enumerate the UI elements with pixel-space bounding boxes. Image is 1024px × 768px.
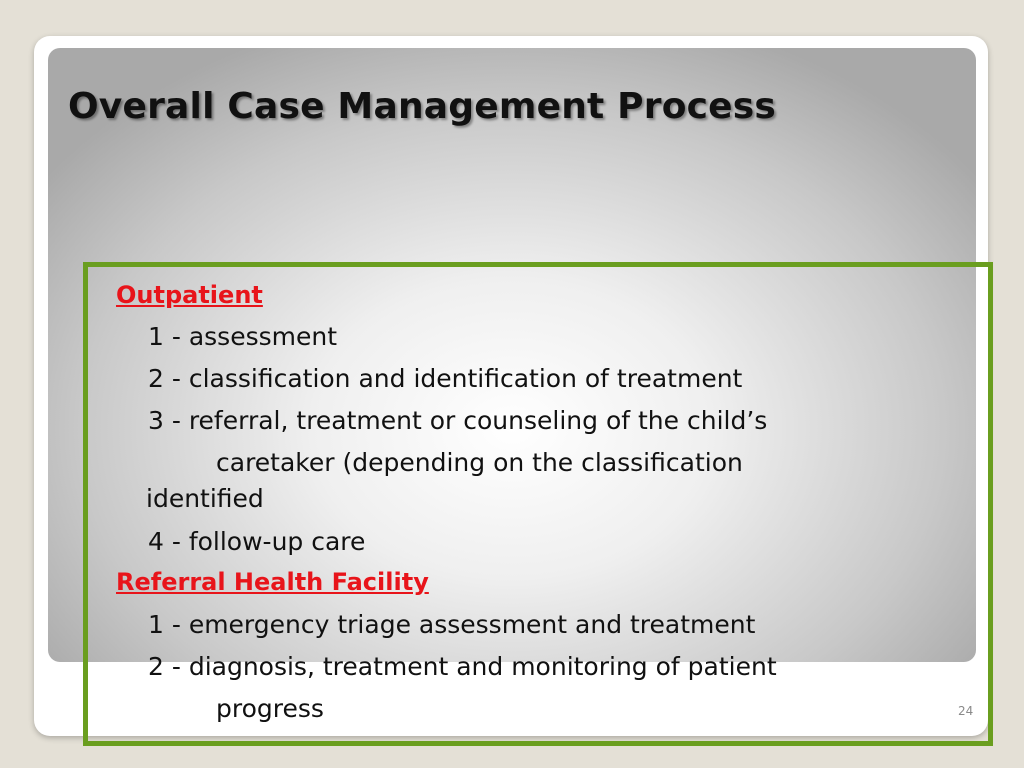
outpatient-item-2: 2 - classification and identification of… bbox=[148, 364, 743, 393]
slide-title: Overall Case Management Process bbox=[68, 86, 777, 127]
outpatient-heading: Outpatient bbox=[116, 281, 263, 309]
referral-item-1: 1 - emergency triage assessment and trea… bbox=[148, 610, 756, 639]
outpatient-item-4: 4 - follow-up care bbox=[148, 527, 366, 556]
outpatient-item-3-cont: caretaker (depending on the classificati… bbox=[216, 448, 743, 477]
outpatient-item-1: 1 - assessment bbox=[148, 322, 338, 351]
content-frame bbox=[83, 262, 993, 746]
slide-panel bbox=[48, 48, 976, 662]
referral-item-2: 2 - diagnosis, treatment and monitoring … bbox=[148, 652, 777, 681]
referral-item-2-cont: progress bbox=[216, 694, 324, 723]
page-number: 24 bbox=[958, 704, 974, 718]
outpatient-item-3-cont-2: identified bbox=[146, 484, 264, 513]
referral-heading: Referral Health Facility bbox=[116, 568, 429, 596]
outpatient-item-3: 3 - referral, treatment or counseling of… bbox=[148, 406, 768, 435]
